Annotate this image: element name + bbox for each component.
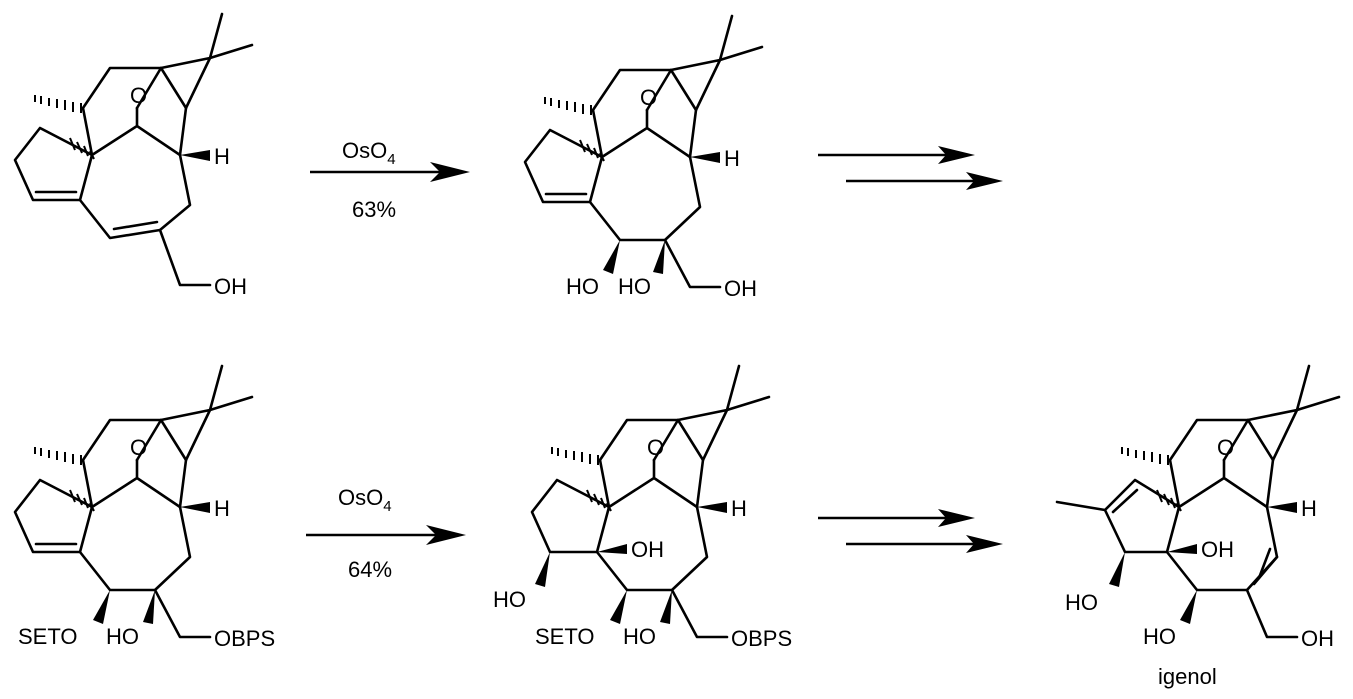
structure-2: O H HO HO OH — [523, 14, 764, 301]
ho-label-1: HO — [493, 587, 526, 612]
obps-label: OBPS — [214, 626, 275, 651]
h-label: H — [724, 146, 740, 171]
h-label: H — [1301, 496, 1317, 521]
ketone-o-label: O — [647, 435, 664, 460]
reagent-2: OsO4 — [338, 485, 392, 515]
oh-label: OH — [214, 274, 247, 299]
structure-3: O H SETO HO OBPS — [13, 364, 275, 651]
oh-label-1: OH — [631, 537, 664, 562]
ketone-o-label: O — [130, 83, 147, 108]
ho-label-1: HO — [566, 274, 599, 299]
yield-2: 64% — [348, 557, 392, 582]
reagent-1: OsO4 — [342, 138, 396, 168]
oh-label-2: OH — [1301, 626, 1334, 651]
ho-label-1: HO — [1065, 590, 1098, 615]
h-label: H — [214, 144, 230, 169]
multistep-arrow-1 — [818, 146, 1003, 190]
seto-label: SETO — [535, 624, 595, 649]
seto-label: SETO — [18, 624, 78, 649]
ho-label: HO — [106, 624, 139, 649]
h-label: H — [731, 496, 747, 521]
oh-label: OH — [724, 276, 757, 301]
oh-label-1: OH — [1201, 537, 1234, 562]
multistep-arrow-2 — [818, 509, 1003, 553]
reaction-arrow-2: OsO4 64% — [306, 485, 466, 582]
obps-label: OBPS — [731, 626, 792, 651]
ketone-o-label: O — [1217, 435, 1234, 460]
ketone-o-label: O — [130, 435, 147, 460]
structure-4: O H OH HO SETO HO OBPS — [493, 364, 792, 651]
compound-name: igenol — [1158, 664, 1217, 689]
reaction-arrow-1: OsO4 63% — [310, 138, 470, 222]
ho-label-2: HO — [1143, 624, 1176, 649]
h-label: H — [214, 496, 230, 521]
ho-label-2: HO — [623, 624, 656, 649]
structure-1: O H OH — [13, 12, 254, 299]
ho-label-2: HO — [618, 274, 651, 299]
ketone-o-label: O — [640, 85, 657, 110]
yield-1: 63% — [352, 197, 396, 222]
structure-igenol: O H OH HO HO OH igenol — [1055, 364, 1341, 689]
